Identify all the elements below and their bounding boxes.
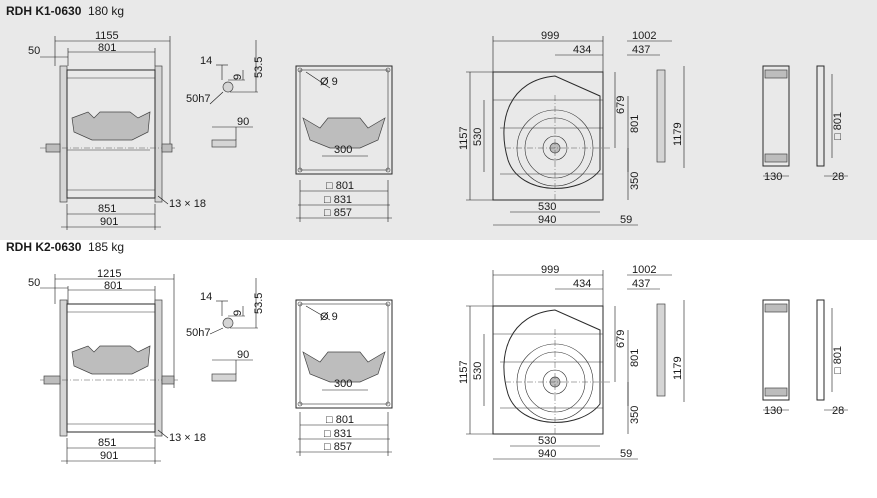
dim-end-foot: 28 xyxy=(832,405,844,417)
dim-volute-upper: 679 xyxy=(615,96,627,114)
dim-square2: □ 831 xyxy=(324,194,352,206)
dim-offset: 50 xyxy=(28,45,40,57)
technical-drawing: 1155 801 50 851 901 13 × 18 xyxy=(28,30,848,230)
dim-shaft-length: 90 xyxy=(237,349,249,361)
dim-keyway: 14 xyxy=(200,291,212,303)
end-view: 130 □ 801 28 xyxy=(762,299,848,417)
dim-volute-inner-h: 530 xyxy=(472,362,484,380)
dim-keyway: 14 xyxy=(200,55,212,67)
side-view: 1215 801 50 851 901 13 × 18 xyxy=(28,268,206,464)
dim-volute-outlet: 1179 xyxy=(672,122,684,146)
dim-shaft-height: 53.5 xyxy=(253,57,265,78)
side-view: 1155 801 50 851 901 13 × 18 xyxy=(28,30,206,230)
dim-square2: □ 831 xyxy=(324,428,352,440)
dim-volute-base-w: 940 xyxy=(538,214,556,226)
section-title: RDH K1-0630 180 kg xyxy=(6,4,124,18)
dim-key-height: 9 xyxy=(232,74,244,80)
volute-view: 999 434 1002 437 1157 530 679 xyxy=(458,264,685,460)
dim-inner: 300 xyxy=(334,378,352,390)
dim-hole: Ø 9 xyxy=(320,311,338,323)
dim-shaft-height: 53.5 xyxy=(253,293,265,314)
dim-diameter: 50h7 xyxy=(186,327,210,339)
dim-volute-mid: 801 xyxy=(629,349,641,367)
dim-volute-inner-w: 530 xyxy=(538,201,556,213)
technical-drawing: 1215 801 50 851 901 13 × 18 xyxy=(28,264,848,464)
dim-width: 801 xyxy=(104,280,122,292)
dim-volute-base-w: 940 xyxy=(538,448,556,460)
volute-view: 999 434 1002 437 1157 530 xyxy=(458,30,685,226)
dim-end-width: 130 xyxy=(764,405,782,417)
dim-volute-right: 1002 xyxy=(632,264,656,276)
dim-lower: 851 xyxy=(98,203,116,215)
dim-volute-width: 999 xyxy=(541,30,559,42)
dim-volute-width: 999 xyxy=(541,264,559,276)
dim-overall: 1155 xyxy=(95,30,119,42)
section-title: RDH K2-0630 185 kg xyxy=(6,240,124,254)
dim-offset: 50 xyxy=(28,277,40,289)
dim-end-foot: 28 xyxy=(832,171,844,183)
dim-volute-inner-w: 530 xyxy=(538,435,556,447)
dim-volute-half: 434 xyxy=(573,278,591,290)
dim-holes: 13 × 18 xyxy=(169,198,206,210)
dim-overall: 1215 xyxy=(97,268,121,280)
front-view: Ø 9 300 □ 801 □ 831 □ 857 xyxy=(295,65,393,222)
dim-volute-half: 434 xyxy=(573,44,591,56)
dim-square3: □ 857 xyxy=(324,207,352,219)
dim-volute-right-half: 437 xyxy=(632,278,650,290)
dim-width: 801 xyxy=(98,42,116,54)
dim-lower: 851 xyxy=(98,437,116,449)
dim-end-square: □ 801 xyxy=(832,346,844,374)
dim-square3: □ 857 xyxy=(324,441,352,453)
drawing-section-k2: RDH K2-0630 185 kg 1215 801 50 xyxy=(0,240,877,497)
dim-end-square: □ 801 xyxy=(832,112,844,140)
dim-volute-outlet: 1179 xyxy=(672,356,684,380)
drawing-section-k1: RDH K1-0630 180 kg 1155 801 50 xyxy=(0,0,877,245)
dim-shaft-length: 90 xyxy=(237,116,249,128)
dim-key-height: 9 xyxy=(232,310,244,316)
end-view: 130 □ 801 28 xyxy=(762,65,848,183)
dim-inner: 300 xyxy=(334,144,352,156)
dim-volute-foot: 59 xyxy=(620,448,632,460)
dim-square1: □ 801 xyxy=(326,180,354,192)
dim-volute-height: 1157 xyxy=(458,126,470,150)
dim-base: 901 xyxy=(100,450,118,462)
front-view: Ø 9 300 □ 801 □ 831 □ 857 xyxy=(295,299,393,456)
dim-volute-mid: 801 xyxy=(629,115,641,133)
dim-base: 901 xyxy=(100,216,118,228)
dim-end-width: 130 xyxy=(764,171,782,183)
dim-volute-height: 1157 xyxy=(458,360,470,384)
model-weight: 185 kg xyxy=(88,240,125,254)
dim-volute-foot: 59 xyxy=(620,214,632,226)
dim-volute-right-half: 437 xyxy=(632,44,650,56)
model-name: RDH K1-0630 xyxy=(6,4,82,18)
dim-volute-inner-h: 530 xyxy=(472,128,484,146)
dim-holes: 13 × 18 xyxy=(169,432,206,444)
shaft-detail: 14 9 53.5 50h7 90 xyxy=(186,278,265,382)
shaft-detail: 14 9 53.5 50h7 90 xyxy=(186,40,265,148)
dim-hole: Ø 9 xyxy=(320,76,338,88)
dim-volute-upper: 679 xyxy=(615,330,627,348)
dim-volute-low: 350 xyxy=(629,172,641,190)
dim-diameter: 50h7 xyxy=(186,93,210,105)
dim-volute-low: 350 xyxy=(629,406,641,424)
dim-square1: □ 801 xyxy=(326,414,354,426)
model-name: RDH K2-0630 xyxy=(6,240,82,254)
model-weight: 180 kg xyxy=(88,4,125,18)
dim-volute-right: 1002 xyxy=(632,30,656,42)
